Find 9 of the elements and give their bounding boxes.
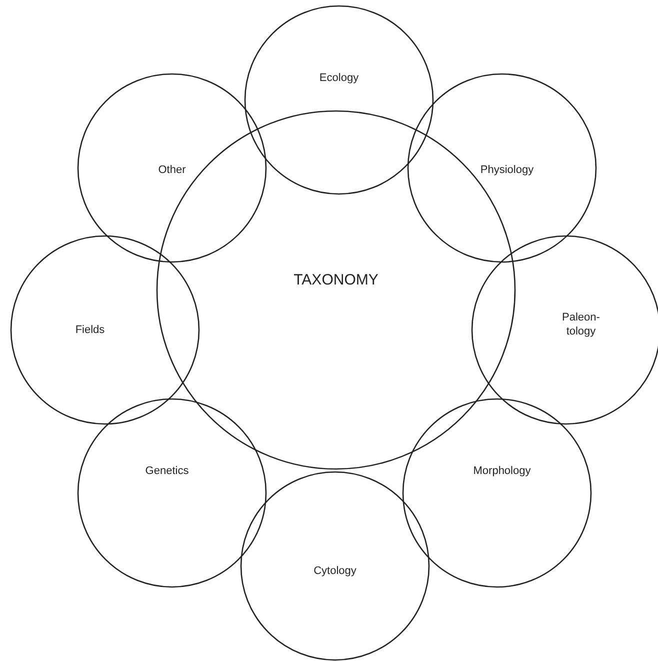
center-title: TAXONOMY (294, 270, 378, 290)
field-label: Paleon- tology (561, 310, 601, 340)
field-label: Fields (75, 322, 105, 338)
field-label: Genetics (145, 464, 189, 478)
field-label: Other (158, 162, 186, 178)
field-label: Morphology (473, 464, 531, 478)
field-label: Cytology (314, 564, 356, 578)
field-label: Ecology (319, 70, 359, 86)
field-label: Physiology (480, 162, 534, 178)
